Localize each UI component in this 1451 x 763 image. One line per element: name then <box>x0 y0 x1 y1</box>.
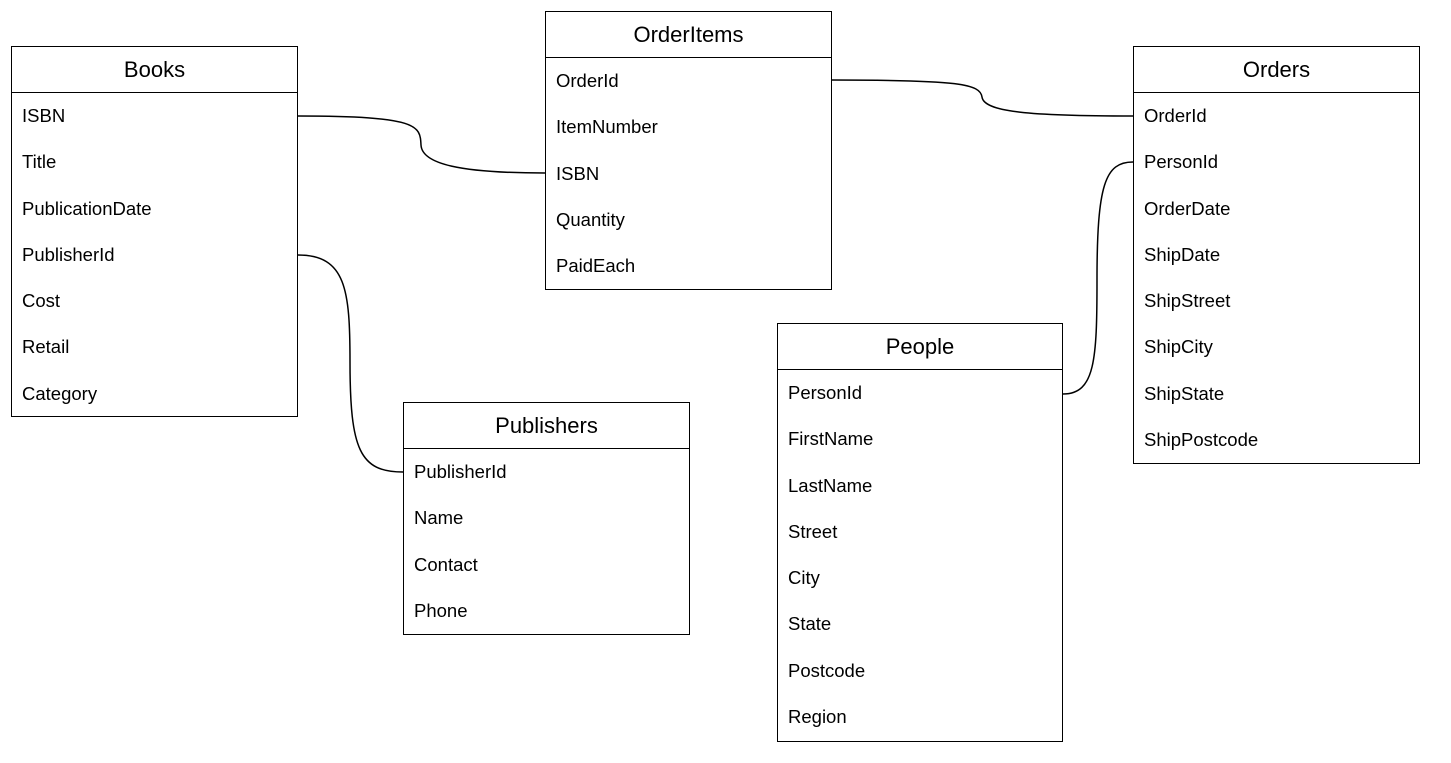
field-paid-each: PaidEach <box>556 255 636 277</box>
field-order-id: OrderId <box>1144 105 1207 126</box>
connector-orderitems-orderid-orders-orderid <box>831 79 1134 117</box>
entity-title: Books <box>12 47 297 93</box>
field-ship-state: ShipState <box>1144 382 1225 404</box>
field-ship-postcode: ShipPostcode <box>1144 429 1259 451</box>
entity-publishers[interactable]: Publishers PublisherId Name Contact Phon… <box>403 402 690 635</box>
field-order-date: OrderDate <box>1144 197 1231 219</box>
connector-books-isbn-orderitems-isbn <box>297 115 546 174</box>
field-title: Title <box>22 151 57 173</box>
field-publisher-id: PublisherId <box>414 461 507 482</box>
field-first-name: FirstName <box>788 428 874 450</box>
field-region: Region <box>788 706 847 728</box>
field-ship-date: ShipDate <box>1144 243 1221 265</box>
field-state: State <box>788 613 832 635</box>
field-order-id: OrderId <box>556 70 619 91</box>
connector-people-personid-orders-personid <box>1062 161 1134 395</box>
entity-title: Orders <box>1134 47 1419 93</box>
field-isbn: ISBN <box>556 162 600 184</box>
field-item-number: ItemNumber <box>556 116 658 138</box>
field-phone: Phone <box>414 599 468 621</box>
field-ship-street: ShipStreet <box>1144 290 1231 312</box>
entity-books[interactable]: Books ISBN Title PublicationDate Publish… <box>11 46 298 417</box>
field-isbn: ISBN <box>22 105 66 126</box>
field-person-id: PersonId <box>788 382 863 403</box>
connector-books-publisherid-publishers-publisherid <box>297 254 404 473</box>
field-street: Street <box>788 520 838 542</box>
entity-title: People <box>778 324 1062 370</box>
field-retail: Retail <box>22 336 70 358</box>
entity-orderitems[interactable]: OrderItems OrderId ItemNumber ISBN Quant… <box>545 11 832 290</box>
entity-title: Publishers <box>404 403 689 449</box>
field-last-name: LastName <box>788 474 873 496</box>
field-cost: Cost <box>22 290 61 312</box>
field-publication-date: PublicationDate <box>22 197 152 219</box>
field-name: Name <box>414 507 464 529</box>
field-publisher-id: PublisherId <box>22 243 115 265</box>
entity-orders[interactable]: Orders OrderId PersonId OrderDate ShipDa… <box>1133 46 1420 464</box>
field-quantity: Quantity <box>556 208 625 230</box>
entity-people[interactable]: People PersonId FirstName LastName Stree… <box>777 323 1063 742</box>
field-category: Category <box>22 382 98 404</box>
field-postcode: Postcode <box>788 659 866 681</box>
field-person-id: PersonId <box>1144 151 1219 173</box>
field-contact: Contact <box>414 553 478 575</box>
field-city: City <box>788 567 820 589</box>
entity-title: OrderItems <box>546 12 831 58</box>
field-ship-city: ShipCity <box>1144 336 1213 358</box>
